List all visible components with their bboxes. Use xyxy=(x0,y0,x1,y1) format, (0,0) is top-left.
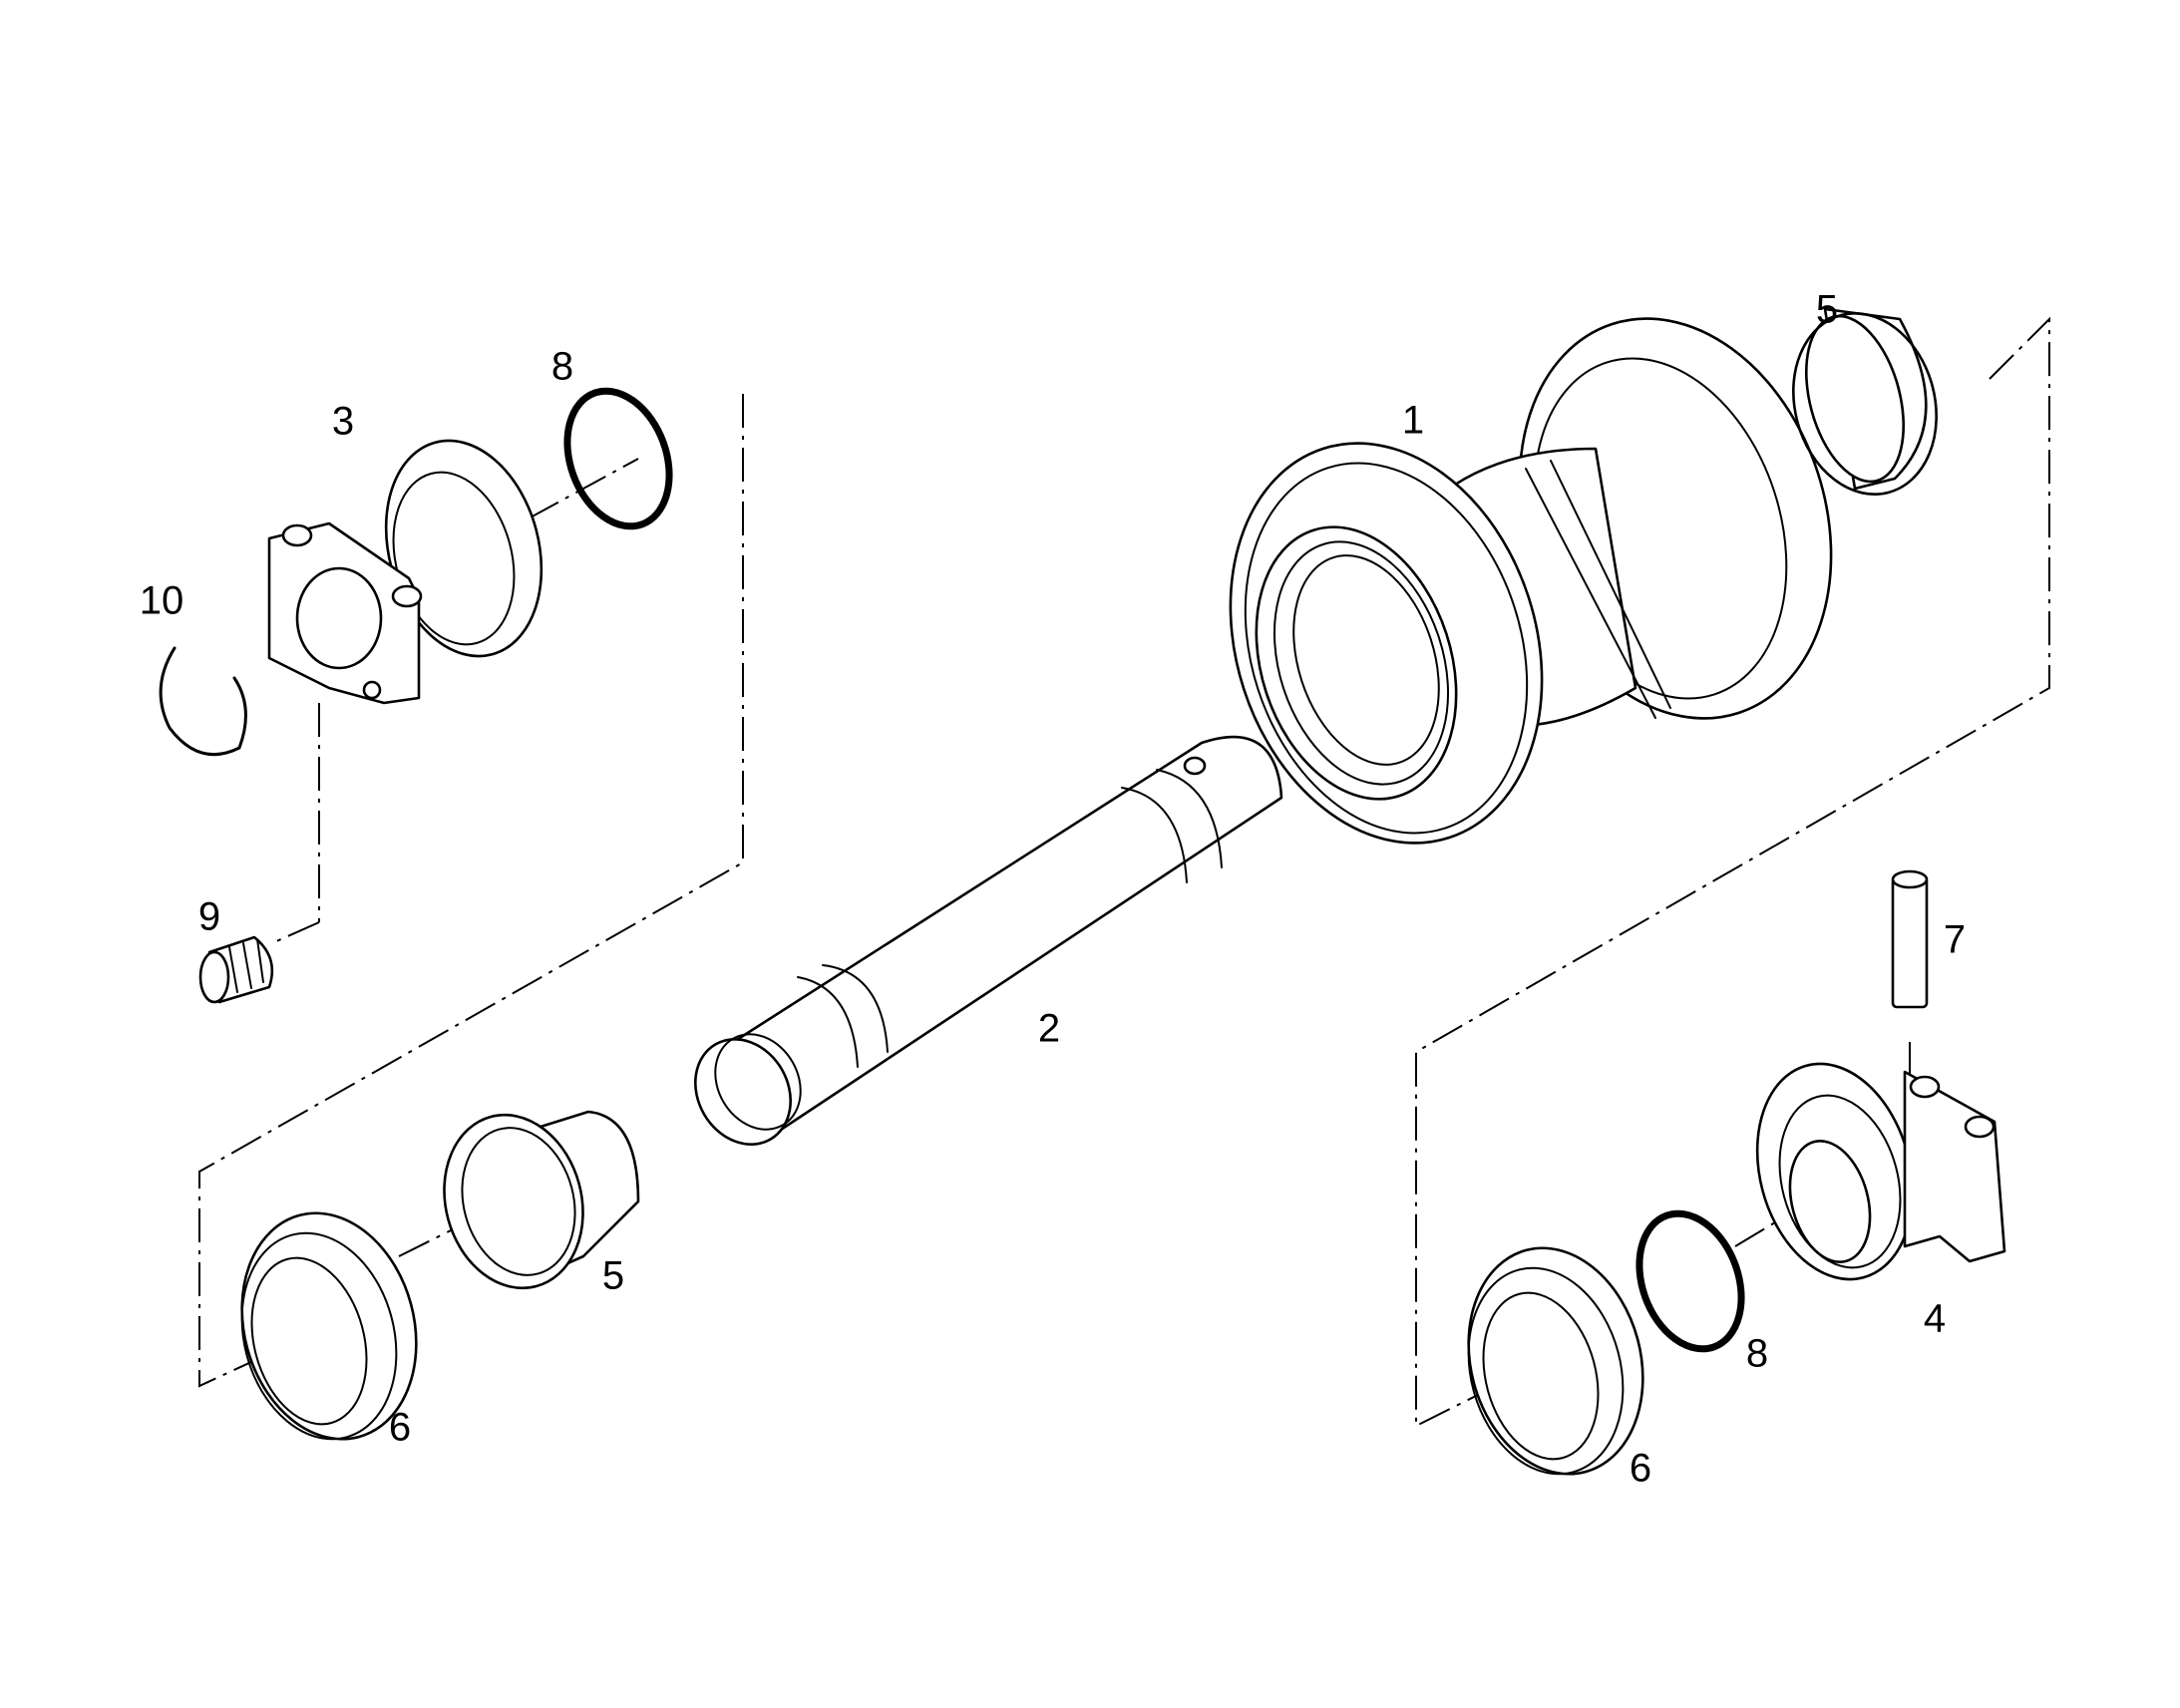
callout-1: 1 xyxy=(1402,399,1424,443)
bearing-housing-lower xyxy=(1755,1062,2006,1281)
roll-pin xyxy=(1891,869,1929,1009)
roller-wheel xyxy=(1229,317,1833,845)
center-lines xyxy=(273,458,1911,1257)
callout-6-left: 6 xyxy=(389,1406,411,1450)
set-screw xyxy=(198,935,274,1004)
callout-7: 7 xyxy=(1944,918,1966,962)
retaining-clip xyxy=(159,646,247,757)
left-assembly-outline xyxy=(198,394,744,1388)
callout-labels: 1 2 3 4 5 5 6 6 7 8 8 9 10 xyxy=(140,288,1966,1491)
callout-8-top: 8 xyxy=(551,345,573,389)
bearing-housing-upper xyxy=(267,439,544,705)
callout-5-top: 5 xyxy=(1816,288,1838,332)
seal-ring-right xyxy=(1467,1246,1644,1476)
bushing-upper-right xyxy=(1792,307,1938,496)
callout-2: 2 xyxy=(1038,1007,1060,1051)
o-ring-upper xyxy=(563,387,673,530)
callout-6-right: 6 xyxy=(1630,1447,1651,1491)
callout-5-bottom: 5 xyxy=(602,1254,624,1298)
o-ring-lower xyxy=(1635,1209,1745,1353)
right-assembly-outline xyxy=(1415,316,2050,1428)
callout-9: 9 xyxy=(198,895,220,939)
shaft xyxy=(694,735,1283,1146)
callout-8-bottom: 8 xyxy=(1746,1332,1768,1376)
callout-10: 10 xyxy=(140,579,184,623)
seal-ring-left xyxy=(240,1211,418,1441)
callout-3: 3 xyxy=(332,400,354,444)
bushing-lower-left xyxy=(443,1110,640,1290)
callout-4: 4 xyxy=(1924,1297,1946,1341)
